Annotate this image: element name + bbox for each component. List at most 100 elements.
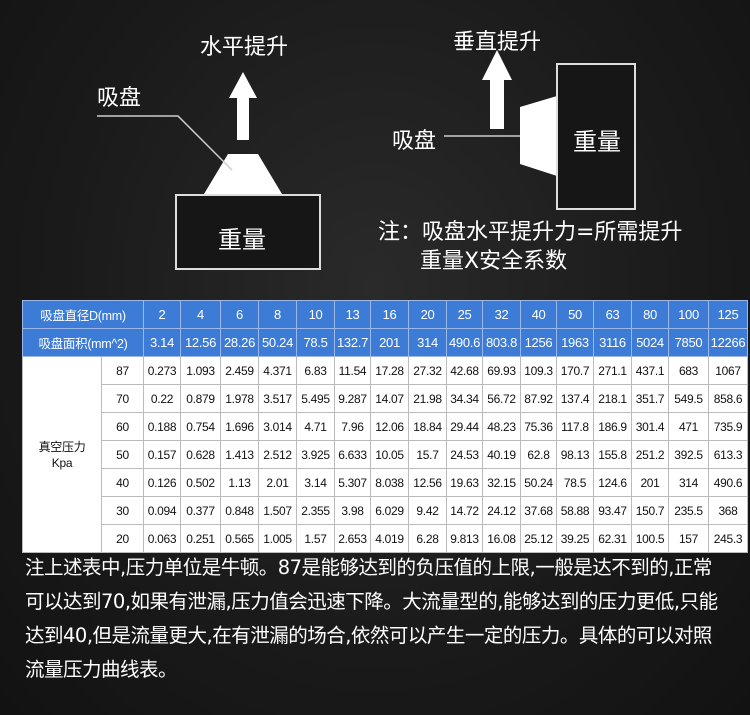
diameter-cell: 25 [446,300,483,329]
force-cell: 18.84 [408,412,447,441]
vertical-lift-label: 垂直提升 [453,30,542,55]
force-cell: 17.28 [370,356,409,385]
force-cell: 39.25 [556,524,594,553]
force-cell: 858.6 [708,384,748,413]
force-cell: 4.019 [370,524,409,553]
diameter-cell: 32 [482,300,521,329]
area-cell: 132.7 [334,328,371,357]
force-cell: 6.029 [370,496,409,525]
force-cell: 0.273 [143,356,181,385]
force-cell: 1.57 [296,524,335,553]
force-cell: 0.251 [180,524,221,553]
force-cell: 37.68 [520,496,557,525]
force-cell: 5.495 [296,384,335,413]
force-cell: 6.633 [334,440,371,469]
suction-cup-diagrams [97,50,636,270]
force-cell: 78.5 [556,468,594,497]
force-cell: 1.507 [258,496,297,525]
force-cell: 3.925 [296,440,335,469]
force-cell: 7.96 [334,412,371,441]
force-cell: 0.754 [180,412,221,441]
diameter-cell: 125 [708,300,748,329]
right-cup-label: 吸盘 [392,129,437,154]
force-cell: 2.355 [296,496,335,525]
diameter-header: 吸盘直径D(mm) [22,300,144,329]
force-cell: 1067 [708,356,748,385]
force-cell: 3.517 [258,384,297,413]
force-cell: 42.68 [446,356,483,385]
force-cell: 549.5 [668,384,709,413]
force-cell: 0.879 [180,384,221,413]
force-cell: 235.5 [668,496,709,525]
force-cell: 157 [668,524,709,553]
diameter-cell: 13 [334,300,371,329]
force-cell: 87.92 [520,384,557,413]
force-cell: 0.157 [143,440,181,469]
force-cell: 62.8 [520,440,557,469]
diameter-cell: 6 [220,300,259,329]
weight-block [556,63,636,210]
force-cell: 10.05 [370,440,409,469]
force-cell: 9.287 [334,384,371,413]
pressure-value: 40 [101,468,144,497]
pressure-value: 70 [101,384,144,413]
force-cell: 19.63 [446,468,483,497]
force-cell: 218.1 [593,384,632,413]
force-cell: 15.7 [408,440,447,469]
force-cell: 1.093 [180,356,221,385]
force-cell: 490.6 [708,468,748,497]
area-cell: 1963 [556,328,594,357]
force-cell: 62.31 [593,524,632,553]
force-cell: 170.7 [556,356,594,385]
force-cell: 40.19 [482,440,521,469]
diameter-cell: 20 [408,300,447,329]
force-cell: 0.502 [180,468,221,497]
safety-factor-note: 注：吸盘水平提升力=所需提升 重量X安全系数 [378,218,682,276]
horizontal-lift-diagram [97,72,321,270]
area-cell: 3116 [593,328,632,357]
force-cell: 56.72 [482,384,521,413]
force-cell: 613.3 [708,440,748,469]
force-cell: 93.47 [593,496,632,525]
force-cell: 0.063 [143,524,181,553]
force-cell: 2.512 [258,440,297,469]
diameter-cell: 2 [143,300,181,329]
force-cell: 155.8 [593,440,632,469]
force-cell: 245.3 [708,524,748,553]
force-cell: 735.9 [708,412,748,441]
diameter-cell: 100 [668,300,709,329]
force-cell: 1.005 [258,524,297,553]
force-cell: 0.126 [143,468,181,497]
force-cell: 11.54 [334,356,371,385]
diameter-cell: 80 [631,300,669,329]
force-cell: 0.565 [220,524,259,553]
force-cell: 100.5 [631,524,669,553]
left-weight-label: 重量 [218,226,266,254]
pressure-value: 30 [101,496,144,525]
cup-pointer-line [97,115,233,171]
force-cell: 2.01 [258,468,297,497]
force-cell: 186.9 [593,412,632,441]
force-cell: 6.83 [296,356,335,385]
note-line-2: 重量X安全系数 [420,249,568,274]
force-cell: 14.72 [446,496,483,525]
force-cell: 8.038 [370,468,409,497]
force-cell: 251.2 [631,440,669,469]
force-cell: 50.24 [520,468,557,497]
area-cell: 12.56 [180,328,221,357]
horizontal-lift-label: 水平提升 [200,35,289,60]
force-cell: 9.42 [408,496,447,525]
force-cell: 271.1 [593,356,632,385]
pressure-unit: Kpa [51,455,73,470]
force-cell: 124.6 [593,468,632,497]
force-cell: 150.7 [631,496,669,525]
area-cell: 803.8 [482,328,521,357]
diameter-cell: 16 [370,300,409,329]
